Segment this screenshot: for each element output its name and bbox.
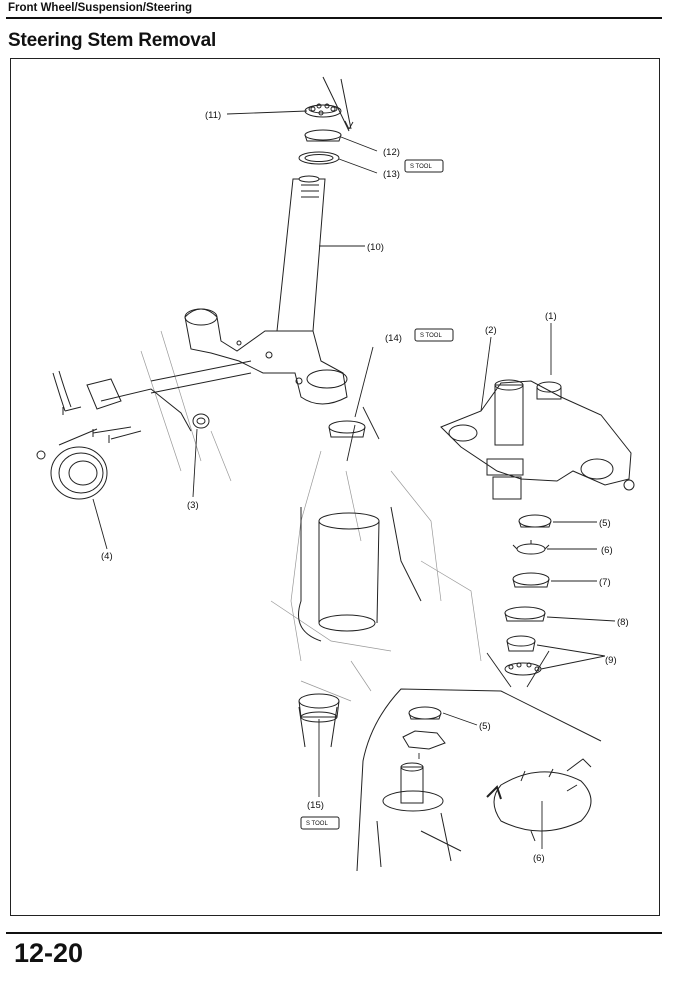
callout-13: (13)	[383, 169, 400, 180]
callout-10: (10)	[367, 242, 384, 253]
nut-stack	[504, 514, 552, 676]
lower-bracket	[184, 308, 348, 405]
callout-labels: (11) (12) (13) (10) (1) (2) (14) (3) (4)…	[101, 110, 629, 864]
callout-7: (7)	[599, 577, 611, 588]
footer-rule	[6, 932, 662, 934]
callout-11: (11)	[205, 110, 221, 121]
svg-text:S TOOL: S TOOL	[420, 333, 442, 339]
tool-badge-lower: S TOOL	[300, 816, 340, 830]
svg-text:S TOOL: S TOOL	[306, 821, 328, 827]
tool-badge-middle: S TOOL	[414, 328, 454, 342]
callout-6: (6)	[601, 545, 613, 556]
leader-lines	[92, 110, 616, 849]
top-bridge	[440, 379, 635, 500]
callout-8: (8)	[617, 617, 629, 628]
header-rule	[6, 17, 662, 19]
page-number: 12-20	[14, 938, 84, 968]
callout-1: (1)	[545, 311, 557, 322]
callout-6-inset: (6)	[533, 853, 545, 864]
frame-sketch	[140, 330, 482, 702]
tool-badge-upper: S TOOL	[404, 159, 444, 173]
callout-5: (5)	[599, 518, 611, 529]
direction-arrows	[344, 120, 550, 759]
callout-14: (14)	[385, 333, 402, 344]
head-tube	[298, 420, 422, 642]
horn	[36, 428, 108, 500]
callout-2: (2)	[485, 325, 497, 336]
callout-15: (15)	[307, 800, 324, 811]
page-title: Steering Stem Removal	[8, 30, 217, 51]
steering-stem	[276, 175, 326, 332]
exploded-diagram: (11) (12) (13) (10) (1) (2) (14) (3) (4)…	[10, 58, 660, 916]
inset-detail	[356, 688, 602, 872]
callout-3: (3)	[187, 500, 199, 511]
callout-9: (9)	[605, 655, 617, 666]
callout-5-inset: (5)	[479, 721, 491, 732]
section-header: Front Wheel/Suspension/Steering	[8, 2, 193, 14]
callout-4: (4)	[101, 551, 113, 562]
bracket-bolts	[52, 360, 252, 443]
upper-bearing-stack	[298, 76, 352, 165]
svg-text:S TOOL: S TOOL	[410, 164, 432, 170]
callout-12: (12)	[383, 147, 400, 158]
